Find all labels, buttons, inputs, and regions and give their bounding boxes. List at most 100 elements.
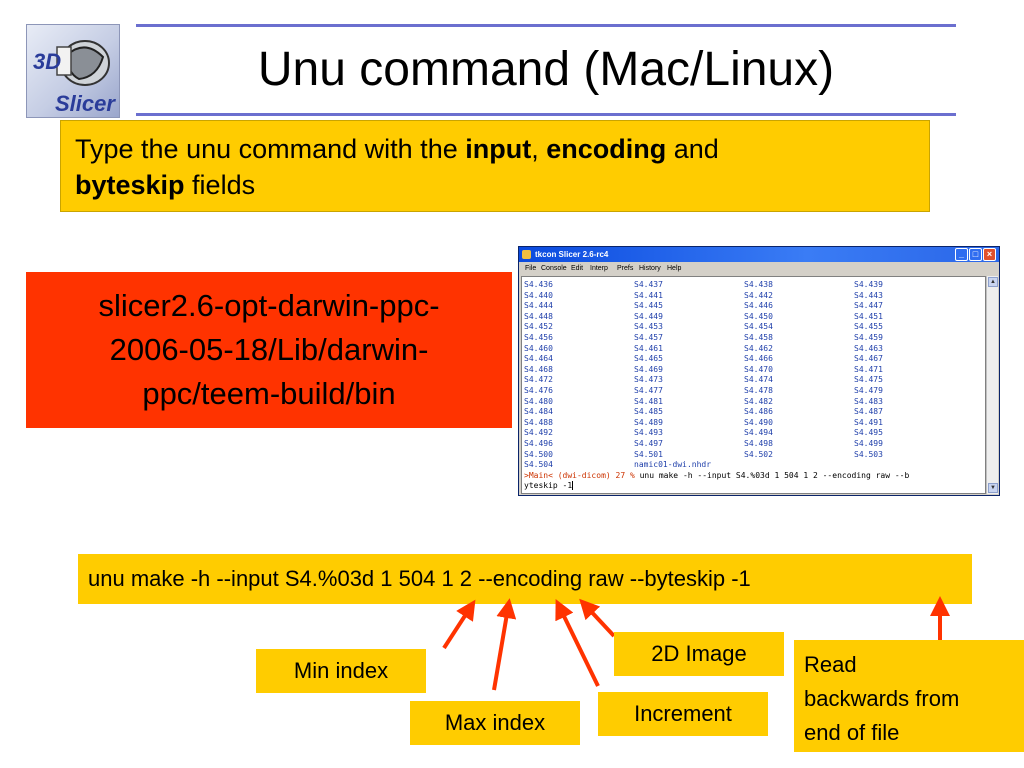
console-cell: S4.498: [744, 439, 773, 448]
arrow-max-index: [492, 598, 517, 691]
console-cell: S4.504: [524, 460, 553, 470]
console-cell: S4.492: [524, 428, 553, 438]
label-min-index: Min index: [256, 649, 426, 693]
console-cell: S4.491: [854, 417, 883, 427]
slicer-logo: 3D Slicer: [26, 24, 120, 118]
console-cell: S4.460: [524, 343, 553, 353]
console-cell: S4.451: [854, 311, 883, 321]
instruction-bold-encoding: encoding: [546, 134, 667, 164]
console-cell: S4.497: [634, 439, 663, 448]
logo-3d-text: 3D: [33, 49, 61, 74]
menu-prefs[interactable]: Prefs: [617, 265, 634, 272]
arrow-2d-image: [579, 598, 616, 638]
prompt-prefix: >Main< (dwi-dicom) 27 %: [524, 470, 640, 480]
console-cell: S4.443: [854, 290, 883, 300]
console-cell: S4.480: [524, 396, 553, 406]
console-row: S4.448 S4.449 S4.450 S4.451: [524, 312, 984, 323]
prompt-line[interactable]: >Main< (dwi-dicom) 27 % unu make -h --in…: [524, 470, 985, 482]
console-cell: S4.454: [744, 322, 773, 332]
menu-edit[interactable]: Edit: [571, 265, 584, 272]
scroll-up-icon[interactable]: ▲: [988, 277, 998, 287]
console-scrollbar[interactable]: ▲ ▼: [986, 276, 998, 494]
console-cell: S4.436: [524, 280, 553, 289]
console-cell: S4.502: [744, 449, 773, 459]
console-cell: S4.452: [524, 322, 553, 332]
path-line-3: ppc/teem-build/bin: [142, 376, 396, 411]
console-cell: S4.438: [744, 280, 773, 289]
console-cell: S4.482: [744, 396, 773, 406]
console-cell: S4.450: [744, 311, 773, 321]
label-2d-image: 2D Image: [614, 632, 784, 676]
window-titlebar[interactable]: tkcon Slicer 2.6-rc4 _ □ ×: [519, 247, 999, 262]
console-cell: S4.464: [524, 354, 553, 364]
console-cell: S4.479: [854, 386, 883, 395]
prompt-command: unu make -h --input S4.%03d 1 504 1 2 --…: [639, 470, 910, 480]
instruction-text-3: and: [666, 134, 719, 164]
instruction-bold-byteskip: byteskip: [75, 170, 185, 200]
console-cell: S4.461: [634, 343, 663, 353]
console-cell: S4.475: [854, 375, 883, 385]
menu-history[interactable]: History: [639, 265, 661, 272]
console-cell: S4.499: [854, 439, 883, 448]
console-cell: S4.440: [524, 290, 553, 300]
label-read-line-1: Read: [804, 652, 857, 677]
window-title: tkcon Slicer 2.6-rc4: [535, 250, 609, 259]
console-cell: S4.455: [854, 322, 883, 332]
instruction-box: Type the unu command with the input, enc…: [60, 120, 930, 212]
instruction-text-4: fields: [184, 170, 256, 200]
console-cell: S4.471: [854, 364, 883, 374]
console-cell: S4.485: [634, 407, 663, 417]
console-cell: S4.465: [634, 354, 663, 364]
console-cell: S4.449: [634, 311, 663, 321]
instruction-text-2: ,: [531, 134, 547, 164]
menu-interp[interactable]: Interp: [590, 265, 608, 272]
console-cell: S4.458: [744, 333, 773, 342]
maximize-icon[interactable]: □: [969, 248, 982, 261]
console-cell: S4.496: [524, 439, 553, 448]
console-cell: S4.448: [524, 311, 553, 321]
title-rule-top: [136, 24, 956, 27]
console-cell: S4.500: [524, 449, 553, 459]
label-increment: Increment: [598, 692, 768, 736]
console-cell: S4.445: [634, 301, 663, 311]
console-cell: S4.470: [744, 364, 773, 374]
minimize-icon[interactable]: _: [955, 248, 968, 261]
label-read-line-2: backwards from: [804, 686, 960, 711]
close-icon[interactable]: ×: [983, 248, 996, 261]
console-cell: S4.484: [524, 407, 553, 417]
console-cell: S4.467: [854, 354, 883, 364]
console-cell: S4.457: [634, 333, 663, 342]
console-cell: S4.495: [854, 428, 883, 438]
console-cell: S4.459: [854, 333, 883, 342]
arrow-min-index: [442, 599, 476, 650]
console-cell: S4.439: [854, 280, 883, 289]
console-cell: S4.477: [634, 386, 663, 395]
console-cell: namic01-dwi.nhdr: [634, 460, 712, 470]
console-cell: S4.483: [854, 396, 883, 406]
menu-file[interactable]: File: [525, 265, 537, 272]
menu-help[interactable]: Help: [667, 265, 682, 272]
instruction-bold-input: input: [465, 134, 532, 164]
console-cell: S4.473: [634, 375, 663, 385]
scroll-down-icon[interactable]: ▼: [988, 483, 998, 493]
arrow-increment: [555, 599, 600, 687]
prompt-continuation[interactable]: yteskip -1: [524, 481, 985, 492]
path-box: slicer2.6-opt-darwin-ppc- 2006-05-18/Lib…: [26, 272, 512, 428]
console-cell: S4.489: [634, 417, 663, 427]
console-cell: S4.462: [744, 343, 773, 353]
path-line-2: 2006-05-18/Lib/darwin-: [109, 332, 429, 367]
text-cursor: [572, 481, 574, 491]
title-rule-bottom: [136, 113, 956, 116]
menu-console[interactable]: Console: [541, 265, 567, 272]
console-cell: S4.478: [744, 386, 773, 395]
